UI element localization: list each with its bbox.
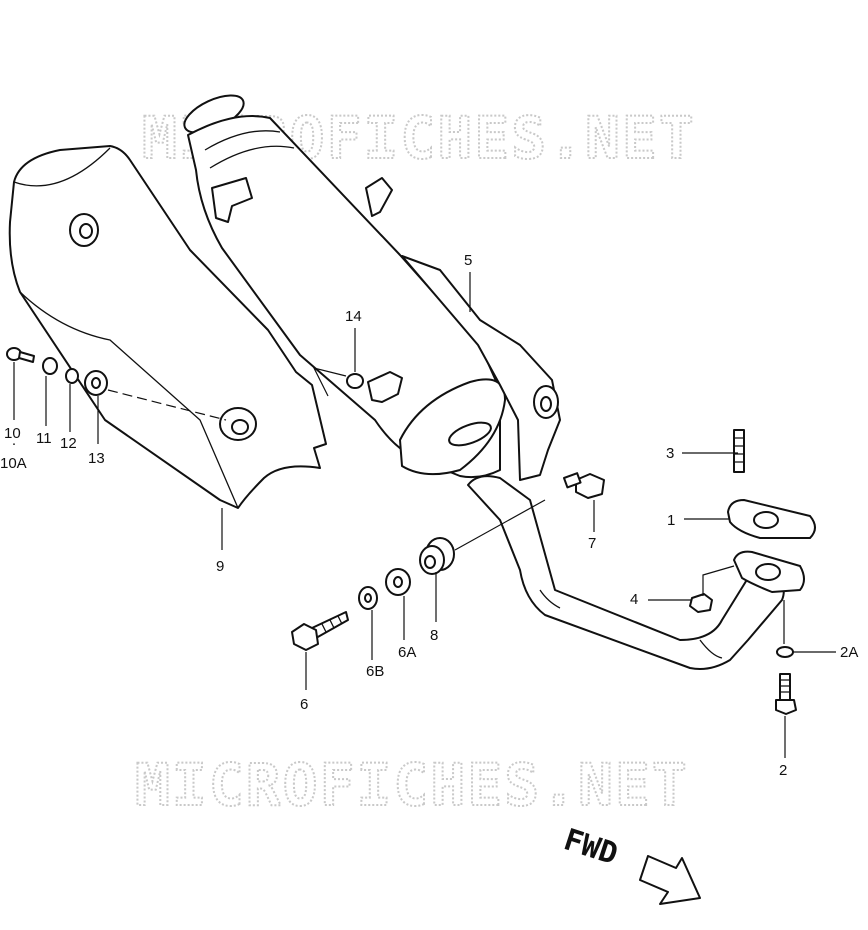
lock-washer [358, 586, 378, 610]
forward-direction-marker: FWD [560, 822, 701, 905]
callout-6b: 6B [366, 663, 384, 680]
callout-10a: 10A [0, 455, 27, 472]
callout-8: 8 [430, 627, 438, 644]
muffler-body [183, 94, 561, 481]
plain-washer [385, 568, 411, 596]
muffler-bolt [563, 472, 605, 499]
flange-nut [689, 593, 713, 613]
nut-14 [346, 373, 364, 389]
callout-7: 7 [588, 535, 596, 552]
callout-13: 13 [88, 450, 105, 467]
flange-bolt [775, 673, 797, 715]
callout-9: 9 [216, 558, 224, 575]
fwd-arrow-icon [639, 855, 701, 905]
callout-11: 11 [36, 430, 52, 447]
collar-12 [65, 368, 79, 384]
callout-2a: 2A [840, 644, 858, 661]
leader-lines [13, 272, 836, 758]
heat-shield-cover [8, 145, 327, 509]
callout-6: 6 [300, 696, 308, 713]
mounting-bolt [291, 611, 349, 651]
fwd-label: FWD [560, 822, 622, 872]
washer-2a [776, 646, 794, 658]
stud-bolt [733, 429, 745, 473]
callout-5: 5 [464, 252, 472, 269]
callout-14: 14 [345, 308, 362, 325]
callout-1: 1 [667, 512, 675, 529]
exhaust-pipe [467, 475, 805, 670]
callout-10-dot: · [12, 435, 17, 452]
rubber-cushion [419, 537, 455, 575]
callout-4: 4 [630, 591, 638, 608]
callout-12: 12 [60, 435, 77, 452]
grommet-13 [84, 370, 108, 396]
callout-6a: 6A [398, 644, 416, 661]
callout-10: 10 [4, 425, 21, 442]
screw-10 [6, 347, 35, 363]
callout-3: 3 [666, 445, 674, 462]
callout-2: 2 [779, 762, 787, 779]
watermark-bottom: MICROFICHES.NET [135, 751, 689, 819]
callout-labels: 3 1 4 2A 2 5 7 8 6A 6B 6 9 14 10 · 10A 1… [0, 252, 858, 779]
washer-11 [42, 357, 58, 375]
